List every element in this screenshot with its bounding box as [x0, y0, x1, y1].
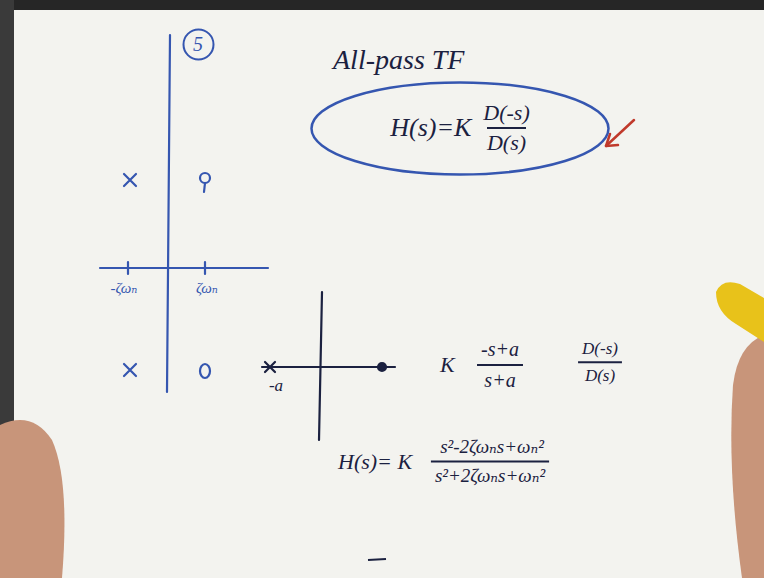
real-axis — [262, 366, 395, 368]
pole-mark — [124, 364, 136, 376]
node-content: H(s)=K D(-s)D(s) — [390, 100, 530, 156]
formula-text: H(s)=K — [390, 113, 471, 143]
heading: All-pass TF — [333, 44, 464, 76]
hand — [731, 335, 764, 578]
formula-oval: H(s)=K D(-s)D(s) — [310, 81, 610, 176]
zero-mark — [204, 183, 205, 192]
formula-lhs: H(s)= K — [338, 449, 412, 474]
zero-mark — [200, 173, 210, 183]
numerator: -s+a — [481, 338, 519, 361]
numerator: s²-2ζωₙs+ωₙ² — [440, 436, 544, 458]
axis-tick — [128, 262, 205, 274]
axis-value: -a — [269, 376, 283, 396]
arrow-shaft — [606, 120, 634, 146]
fraction-bar — [578, 361, 622, 363]
formula-text: 5 — [193, 33, 203, 56]
numerator: D(-s) — [582, 339, 618, 359]
zero-mark — [200, 364, 210, 378]
imag-axis — [167, 35, 170, 392]
text-group: D(-s)D(s) — [483, 100, 529, 156]
fraction-bar — [431, 460, 549, 462]
real-axis — [100, 267, 268, 269]
denominator: D(s) — [585, 366, 615, 386]
dash-mark — [368, 559, 386, 560]
board-edge — [0, 0, 764, 10]
arrow-head — [606, 134, 618, 146]
hand — [0, 420, 64, 578]
text-group: 5 — [193, 33, 203, 56]
node-content: 5 — [193, 33, 203, 56]
denominator: s+a — [484, 369, 515, 392]
first-order-plot — [262, 292, 395, 440]
pole-mark — [265, 362, 275, 372]
axis-value: ζωₙ — [196, 280, 218, 297]
circle-border — [183, 29, 213, 59]
circled-number: 5 — [182, 28, 215, 61]
pole-zero-plot — [100, 35, 268, 392]
fraction-term: D(-s) — [483, 100, 529, 125]
pole-mark — [124, 174, 136, 186]
gain-symbol: K — [440, 352, 455, 377]
axis-value: -ζωₙ — [111, 280, 138, 297]
denominator: s²+2ζωₙs+ωₙ² — [435, 465, 545, 487]
zero-mark — [378, 363, 386, 371]
pointer-arrow — [606, 120, 634, 146]
fraction-bar — [477, 364, 523, 366]
marker — [716, 282, 764, 342]
oval-border — [312, 82, 609, 174]
fraction-term: D(s) — [487, 127, 526, 155]
text-group: H(s)=K — [390, 113, 471, 143]
